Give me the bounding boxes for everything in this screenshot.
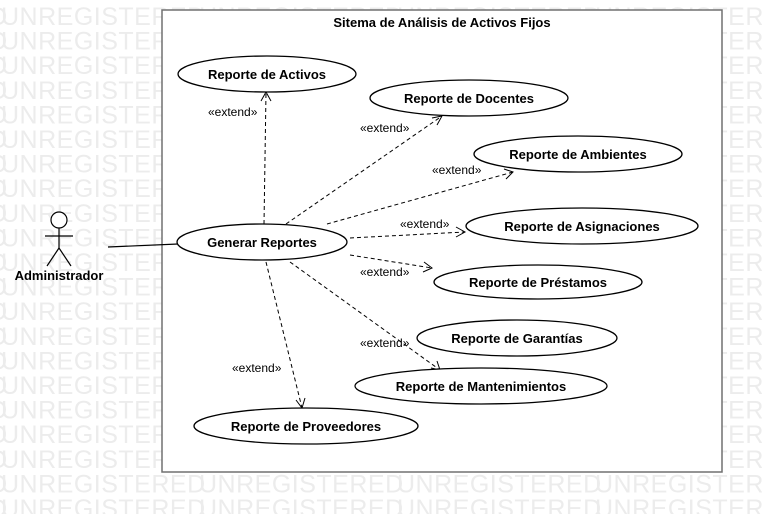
- extend-label: «extend»: [360, 121, 410, 135]
- watermark-text: UNREGISTERED: [0, 101, 8, 129]
- watermark-text: UNREGISTERED: [0, 347, 8, 375]
- extend-ambientes: «extend»: [326, 163, 514, 225]
- usecase-reporte-ambientes[interactable]: Reporte de Ambientes: [473, 135, 683, 173]
- watermark-text: UNREGISTERED: [397, 495, 602, 514]
- watermark-text: UNREGISTERED: [0, 52, 8, 80]
- watermark-text: UNREGISTERED: [595, 495, 762, 514]
- extend-label: «extend»: [360, 265, 410, 279]
- watermark-text: UNREGISTERED: [0, 446, 8, 474]
- usecase-label: Reporte de Mantenimientos: [396, 379, 566, 394]
- extend-label: «extend»: [400, 217, 450, 231]
- usecase-label: Generar Reportes: [207, 235, 317, 250]
- extend-prestamos: «extend»: [349, 254, 433, 279]
- extend-label: «extend»: [208, 105, 258, 119]
- usecase-reporte-activos[interactable]: Reporte de Activos: [177, 55, 357, 93]
- watermark-text: UNREGISTERED: [0, 249, 8, 277]
- watermark-text: UNREGISTERED: [1, 470, 206, 498]
- usecase-label: Reporte de Docentes: [404, 91, 534, 106]
- actor-head: [50, 211, 68, 229]
- watermark-text: UNREGISTERED: [595, 470, 762, 498]
- watermark-text: UNREGISTERED: [0, 3, 8, 31]
- watermark-text: UNREGISTERED: [0, 323, 8, 351]
- usecase-label: Reporte de Asignaciones: [504, 219, 660, 234]
- usecase-label: Reporte de Proveedores: [231, 419, 381, 434]
- watermark-text: UNREGISTERED: [0, 495, 8, 514]
- watermark-text: UNREGISTERED: [0, 298, 8, 326]
- usecase-reporte-prestamos[interactable]: Reporte de Préstamos: [433, 264, 643, 300]
- usecase-generar-reportes[interactable]: Generar Reportes: [176, 223, 348, 261]
- usecase-label: Reporte de Préstamos: [469, 275, 607, 290]
- usecase-label: Reporte de Garantías: [451, 331, 583, 346]
- watermark-text: UNREGISTERED: [0, 126, 8, 154]
- usecase-reporte-garantias[interactable]: Reporte de Garantías: [416, 319, 618, 357]
- actor-left-leg: [46, 247, 60, 267]
- watermark-text: UNREGISTERED: [199, 470, 404, 498]
- watermark-text: UNREGISTERED: [0, 200, 8, 228]
- watermark-text: UNREGISTERED: [0, 224, 8, 252]
- watermark-text: UNREGISTERED: [0, 372, 8, 400]
- watermark-text: UNREGISTERED: [199, 495, 404, 514]
- actor-right-leg: [58, 247, 72, 267]
- usecase-reporte-asignaciones[interactable]: Reporte de Asignaciones: [465, 207, 699, 245]
- extend-label: «extend»: [432, 163, 482, 177]
- extend-label: «extend»: [360, 336, 410, 350]
- system-title: Sitema de Análisis de Activos Fijos: [333, 15, 550, 30]
- extend-asignaciones: «extend»: [349, 217, 467, 239]
- association-line: [107, 243, 179, 248]
- watermark-text: UNREGISTERED: [0, 175, 8, 203]
- watermark-text: UNREGISTERED: [0, 77, 8, 105]
- actor-administrador[interactable]: Administrador: [15, 211, 104, 283]
- usecase-reporte-proveedores[interactable]: Reporte de Proveedores: [193, 407, 419, 445]
- extend-activos: «extend»: [208, 90, 272, 225]
- extend-label: «extend»: [232, 361, 282, 375]
- watermark-text: UNREGISTERED: [0, 470, 8, 498]
- usecase-label: Reporte de Activos: [208, 67, 326, 82]
- watermark-text: UNREGISTERED: [0, 421, 8, 449]
- watermark-text: UNREGISTERED: [1, 495, 206, 514]
- actor-label: Administrador: [15, 268, 104, 283]
- watermark-text: UNREGISTERED: [0, 28, 8, 56]
- usecase-reporte-docentes[interactable]: Reporte de Docentes: [369, 79, 569, 117]
- watermark-text: UNREGISTERED: [0, 397, 8, 425]
- watermark-text: UNREGISTERED: [397, 470, 602, 498]
- usecase-reporte-mantenimientos[interactable]: Reporte de Mantenimientos: [354, 367, 608, 405]
- watermark-text: UNREGISTERED: [0, 151, 8, 179]
- usecase-label: Reporte de Ambientes: [509, 147, 647, 162]
- watermark-text: UNREGISTERED: [0, 274, 8, 302]
